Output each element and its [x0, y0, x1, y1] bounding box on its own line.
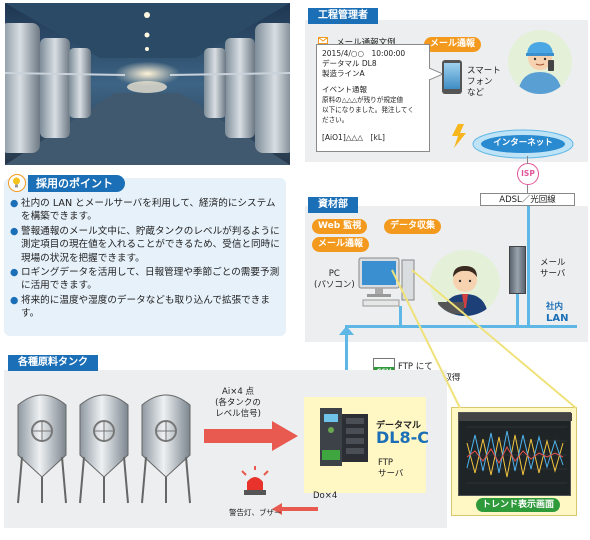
- datamaru-model: DL8-C: [376, 428, 429, 447]
- isp-line: [527, 185, 528, 194]
- datamaru-label: データマル: [376, 421, 422, 431]
- web-monitor-badge: Web 監視: [312, 219, 368, 234]
- lan-line: [345, 325, 577, 328]
- smartphone-icon: [442, 60, 462, 94]
- lan-line: [527, 206, 530, 327]
- mail-notify-badge-2: メール通報: [312, 237, 370, 252]
- datalogger-icon: [318, 406, 370, 468]
- mail-sample-label: メール通報文例: [318, 30, 396, 49]
- warning-light-icon: [238, 466, 272, 496]
- operator-avatar: [430, 250, 500, 316]
- isp-line: [527, 156, 528, 164]
- input-arrow: [204, 421, 298, 451]
- points-list: ●社内の LAN とメールサーバを利用して、経済的にシステムを構築できます。 ●…: [10, 197, 282, 321]
- points-title: 採用のポイント: [28, 175, 125, 192]
- trend-caption: トレンド表示画面: [476, 498, 561, 512]
- lan-label: 社内 LAN: [546, 302, 569, 324]
- projection-lines: [391, 269, 577, 409]
- data-collect-badge: データ収集: [384, 219, 442, 234]
- factory-photo: [5, 3, 290, 165]
- mail-server-icon: [509, 246, 526, 294]
- do-output-label: Do×4: [313, 491, 338, 501]
- list-item: ●将来的に温度や湿度のデータなども取り込んで拡張できます。: [10, 294, 270, 320]
- isp-node: ISP: [517, 163, 539, 185]
- lightbulb-icon: [8, 174, 26, 192]
- lan-drop: [345, 325, 348, 399]
- pc-label: PC (パソコン): [314, 269, 355, 290]
- ftp-server-label: FTP サーバ: [378, 458, 404, 479]
- lightning-icon: [452, 124, 466, 148]
- envelope-icon: [318, 37, 328, 44]
- lan-line: [516, 294, 519, 327]
- mail-sample-box: 2015/4/○○ 10:00:00 データマル DL8 製造ラインA イベント…: [316, 44, 430, 152]
- lan-line: [399, 306, 402, 327]
- alarm-label: 警告灯、ブザー: [229, 508, 282, 517]
- mail-server-label: メール サーバ: [540, 258, 566, 279]
- mail-line: [AiO1]△△△ [kL]: [322, 133, 385, 142]
- tanks-title: 各種原料タンク: [8, 355, 98, 371]
- list-item: ●警報通報のメール文中に、貯蔵タンクのレベルが判るように測定項目の現在値を入れる…: [10, 225, 280, 264]
- trend-screen: [458, 412, 572, 496]
- smartphone-label: スマート フォン など: [467, 66, 501, 98]
- mail-line: 製造ラインA: [322, 69, 365, 78]
- storage-tanks: [12, 385, 196, 507]
- ai-input-label: Ai×4 点 (各タンクの レベル信号): [215, 387, 261, 419]
- mail-line: ださい。: [322, 116, 349, 124]
- pc-icon: [357, 256, 419, 308]
- mail-pointer: [429, 68, 443, 81]
- mail-line: データマル DL8: [322, 59, 377, 68]
- list-item: ●社内の LAN とメールサーバを利用して、経済的にシステムを構築できます。: [10, 198, 276, 223]
- mail-line: 原料の△△△が残りが規定値: [322, 96, 404, 104]
- adsl-label: ADSL／光回線: [480, 193, 575, 206]
- mail-line: 以下になりました。発注してく: [322, 106, 414, 114]
- mail-notify-badge: メール通報: [424, 37, 482, 52]
- mail-line: 2015/4/○○ 10:00:00: [322, 49, 406, 58]
- internet-cloud: インターネット: [470, 124, 576, 160]
- mail-line: イベント通報: [322, 85, 367, 94]
- internet-label: インターネット: [493, 138, 553, 148]
- manager-avatar: [508, 30, 572, 94]
- points-panel: [4, 178, 286, 336]
- process-manager-title: 工程管理者: [308, 8, 378, 24]
- materials-title: 資材部: [308, 197, 358, 213]
- list-item: ●ロギングデータを活用して、日報管理や季節ごとの需要予測に活用できます。: [10, 267, 280, 292]
- output-arrow: [272, 503, 318, 515]
